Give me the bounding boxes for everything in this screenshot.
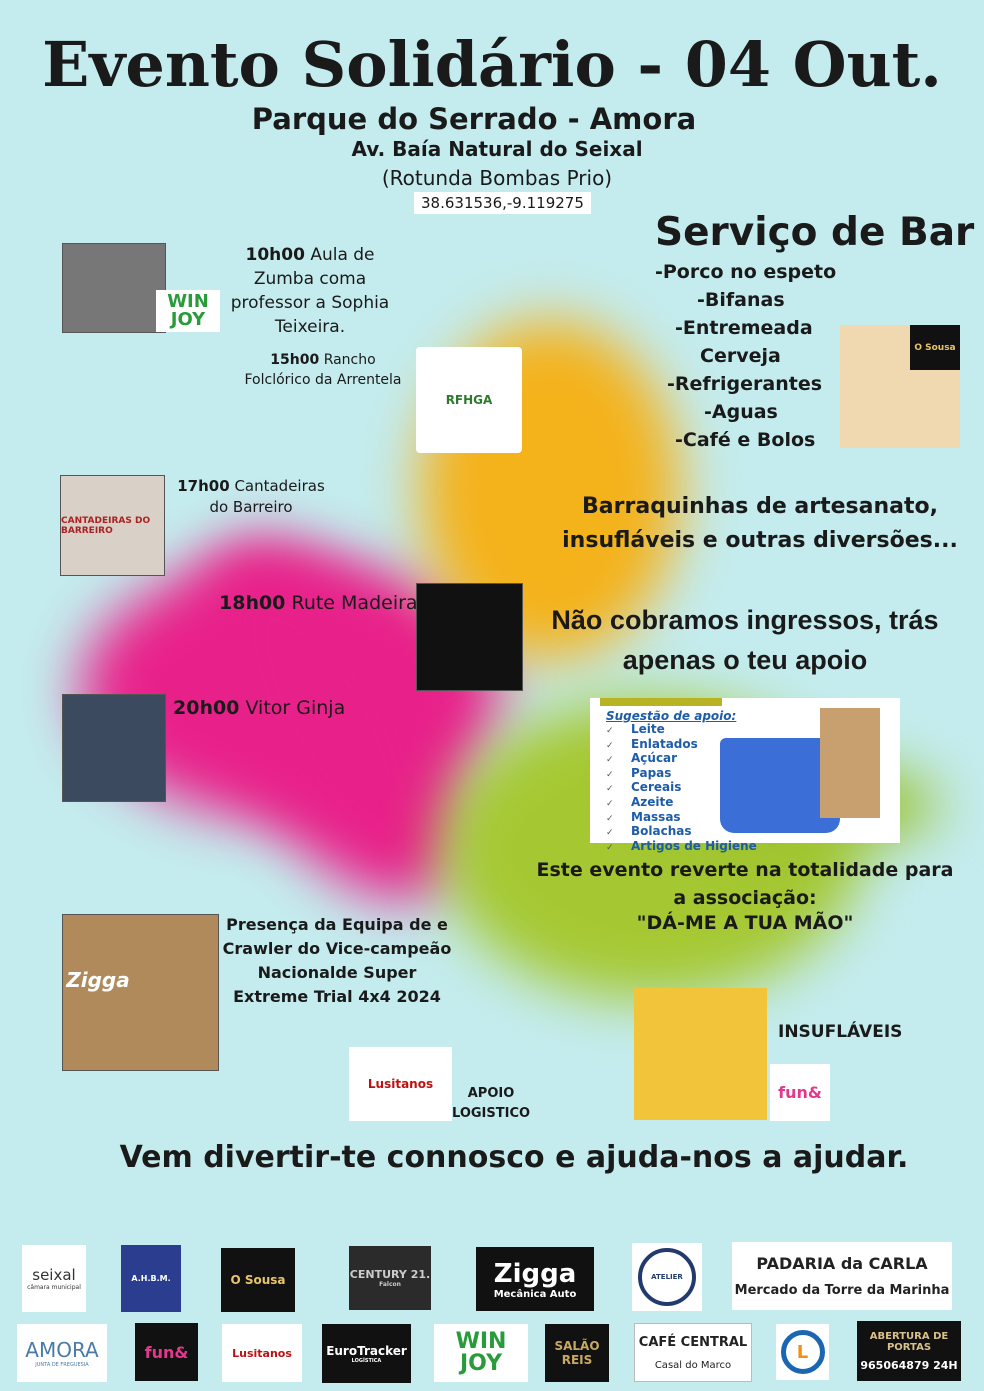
sponsor-lusitanos: Lusitanos	[222, 1324, 302, 1382]
vitor-ginja-photo	[62, 694, 166, 802]
page-title: Evento Solidário - 04 Out.	[42, 28, 942, 101]
suggestion-item: ✓Bolachas	[606, 824, 692, 839]
zigga-logo-photo: Zigga	[66, 968, 130, 992]
address: Av. Baía Natural do Seixal	[351, 137, 643, 161]
suggestion-item: ✓Massas	[606, 809, 681, 824]
crawler-photos: Zigga	[62, 914, 219, 1071]
sponsor-fun: fun&	[135, 1323, 198, 1381]
check-icon: ✓	[606, 813, 614, 824]
bar-title: Serviço de Bar	[655, 210, 975, 255]
suggestion-box: Sugestão de apoio: (function(){for(let i…	[590, 698, 900, 853]
cantadeiras-photo: CANTADEIRAS DO BARREIRO	[60, 475, 165, 576]
bar-item: -Bifanas	[697, 289, 785, 311]
venue: Parque do Serrado - Amora	[251, 102, 697, 136]
schedule-item-3: 17h00 Cantadeiras do Barreiro	[177, 477, 325, 516]
bar-item: -Aguas	[704, 401, 778, 423]
coordinates: 38.631536,-9.119275	[414, 192, 591, 214]
apoio-logistico: APOIO LOGISTICO	[452, 1086, 531, 1121]
bar-item: -Café e Bolos	[675, 429, 816, 451]
grocery-bag-icon	[820, 708, 880, 818]
check-icon: ✓	[606, 769, 614, 780]
stalls-text: Barraquinhas de artesanato, insufláveis …	[562, 494, 958, 553]
rancho-logo: RFHGA	[416, 347, 522, 453]
sponsor-salao-reis: SALÃO REIS	[545, 1324, 609, 1382]
atelier-badge: ATELIER	[638, 1248, 696, 1306]
inflatables-photos	[634, 988, 767, 1120]
sponsor-atelier: ATELIER	[632, 1243, 702, 1311]
check-icon: ✓	[606, 828, 614, 839]
check-icon: ✓	[606, 798, 614, 809]
crawler-text: Presença da Equipa de e Crawler do Vice-…	[222, 915, 452, 1006]
check-icon: ✓	[606, 740, 614, 751]
schedule-item-2: 15h00 Rancho Folclórico da Arrentela	[244, 352, 402, 388]
association-text: Este evento reverte na totalidade para a…	[536, 859, 954, 909]
suggestion-item: ✓Papas	[606, 765, 672, 780]
check-icon: ✓	[606, 784, 614, 795]
bar-item: Cerveja	[700, 345, 781, 367]
sponsor-century21: CENTURY 21.Falcon	[349, 1246, 431, 1310]
free-entry-text: Não cobramos ingressos, trás apenas o te…	[551, 605, 939, 675]
sponsor-leclerc: L	[776, 1324, 829, 1380]
check-icon: ✓	[606, 842, 614, 853]
landmark: (Rotunda Bombas Prio)	[381, 166, 613, 190]
check-icon: ✓	[606, 726, 614, 736]
suggestion-item: ✓Enlatados	[606, 736, 698, 751]
zumba-photo	[62, 243, 166, 333]
bar-menu: -Porco no espeto -Bifanas -Entremeada Ce…	[640, 258, 840, 454]
schedule-item-4: 18h00 Rute Madeira	[219, 592, 418, 614]
check-icon: ✓	[606, 755, 614, 766]
bar-item: -Entremeada	[675, 317, 813, 339]
association-name: "DÁ-ME A TUA MÃO"	[636, 912, 854, 934]
suggestion-item: ✓Leite	[606, 722, 665, 736]
leclerc-badge: L	[780, 1330, 825, 1374]
osousa-logo-small: O Sousa	[910, 325, 960, 370]
schedule-item-1: 10h00 Aula de Zumba coma professor a Sop…	[230, 245, 390, 337]
suggestion-item: ✓Cereais	[606, 780, 682, 795]
slogan: Vem divertir-te connosco e ajuda-nos a a…	[119, 1140, 909, 1175]
suggestion-item: ✓Artigos de Higiene	[606, 838, 757, 853]
bar-item: -Refrigerantes	[667, 373, 823, 395]
fun-logo: fun&	[770, 1064, 830, 1121]
sponsor-ahbm: A.H.B.M.	[121, 1245, 181, 1312]
sponsor-winjoy: WIN JOY	[434, 1324, 528, 1382]
suggestion-list: (function(){for(let i=0;i<9;i++)document…	[606, 723, 757, 854]
lusitanos-logo: Lusitanos	[349, 1047, 452, 1121]
suggestion-item: ✓Azeite	[606, 794, 674, 809]
suggestion-item: ✓Açúcar	[606, 751, 678, 766]
rute-madeira-photo	[416, 583, 523, 691]
suggestion-accent-bar	[600, 698, 722, 706]
schedule-item-5: 20h00 Vitor Ginja	[173, 697, 346, 719]
suggestion-title: Sugestão de apoio:	[606, 709, 737, 723]
sponsor-osousa: O Sousa	[221, 1248, 295, 1312]
bar-item: -Porco no espeto	[655, 261, 837, 283]
winjoy-logo: WIN JOY	[156, 290, 220, 332]
insuflaveis-label: INSUFLÁVEIS	[778, 1022, 903, 1042]
